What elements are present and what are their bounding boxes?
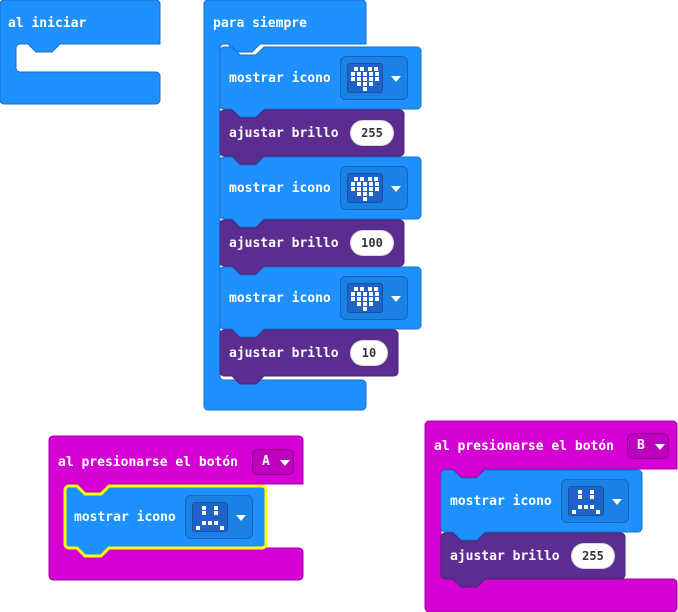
brightness-value-input[interactable]: 10 xyxy=(350,340,388,366)
icon-dropdown[interactable] xyxy=(185,495,253,539)
set-brightness-label: ajustar brillo xyxy=(229,126,339,141)
show-icon-label: mostrar icono xyxy=(450,494,552,509)
chevron-down-icon xyxy=(391,296,401,302)
heart-icon xyxy=(347,173,383,203)
show-icon-label: mostrar icono xyxy=(229,71,331,86)
set-brightness-label: ajustar brillo xyxy=(229,236,339,251)
show-icon-label: mostrar icono xyxy=(74,510,176,525)
show-icon-block-selected[interactable]: mostrar icono xyxy=(63,484,268,558)
icon-dropdown[interactable] xyxy=(340,166,408,210)
set-brightness-block[interactable]: ajustar brillo 100 xyxy=(219,219,405,275)
on-start-block[interactable]: al iniciar xyxy=(0,0,162,106)
chevron-down-icon xyxy=(612,499,622,505)
set-brightness-label: ajustar brillo xyxy=(229,346,339,361)
on-button-b-block[interactable]: al presionarse el botón B xyxy=(424,420,678,612)
button-dropdown[interactable]: B xyxy=(627,433,669,459)
heart-icon xyxy=(347,63,383,93)
on-button-label: al presionarse el botón xyxy=(434,439,615,454)
show-icon-label: mostrar icono xyxy=(229,291,331,306)
set-brightness-block[interactable]: ajustar brillo 255 xyxy=(440,532,626,588)
chevron-down-icon xyxy=(236,515,246,521)
button-value: B xyxy=(637,438,645,453)
heart-icon xyxy=(347,283,383,313)
icon-dropdown[interactable] xyxy=(561,479,629,523)
icon-dropdown[interactable] xyxy=(340,56,408,100)
forever-label: para siempre xyxy=(213,16,307,31)
show-icon-block[interactable]: mostrar icono xyxy=(219,266,422,338)
brightness-value-input[interactable]: 255 xyxy=(350,120,394,146)
chevron-down-icon xyxy=(280,460,290,466)
chevron-down-icon xyxy=(391,186,401,192)
brightness-value-input[interactable]: 100 xyxy=(350,230,394,256)
chevron-down-icon xyxy=(655,444,665,450)
set-brightness-block[interactable]: ajustar brillo 10 xyxy=(219,329,399,385)
sad-icon xyxy=(568,486,604,516)
set-brightness-block[interactable]: ajustar brillo 255 xyxy=(219,109,405,165)
forever-block[interactable]: para siempre xyxy=(203,0,368,412)
show-icon-block[interactable]: mostrar icono xyxy=(440,469,643,541)
button-value: A xyxy=(262,454,270,469)
on-button-a-block[interactable]: al presionarse el botón A xyxy=(48,435,305,582)
show-icon-block[interactable]: mostrar icono xyxy=(219,46,422,118)
on-button-label: al presionarse el botón xyxy=(58,455,239,470)
on-start-label: al iniciar xyxy=(8,16,87,31)
brightness-value-input[interactable]: 255 xyxy=(571,543,615,569)
set-brightness-label: ajustar brillo xyxy=(450,549,560,564)
show-icon-block[interactable]: mostrar icono xyxy=(219,156,422,228)
icon-dropdown[interactable] xyxy=(340,276,408,320)
button-dropdown[interactable]: A xyxy=(252,449,294,475)
chevron-down-icon xyxy=(391,76,401,82)
show-icon-label: mostrar icono xyxy=(229,181,331,196)
sad-icon xyxy=(192,502,228,532)
